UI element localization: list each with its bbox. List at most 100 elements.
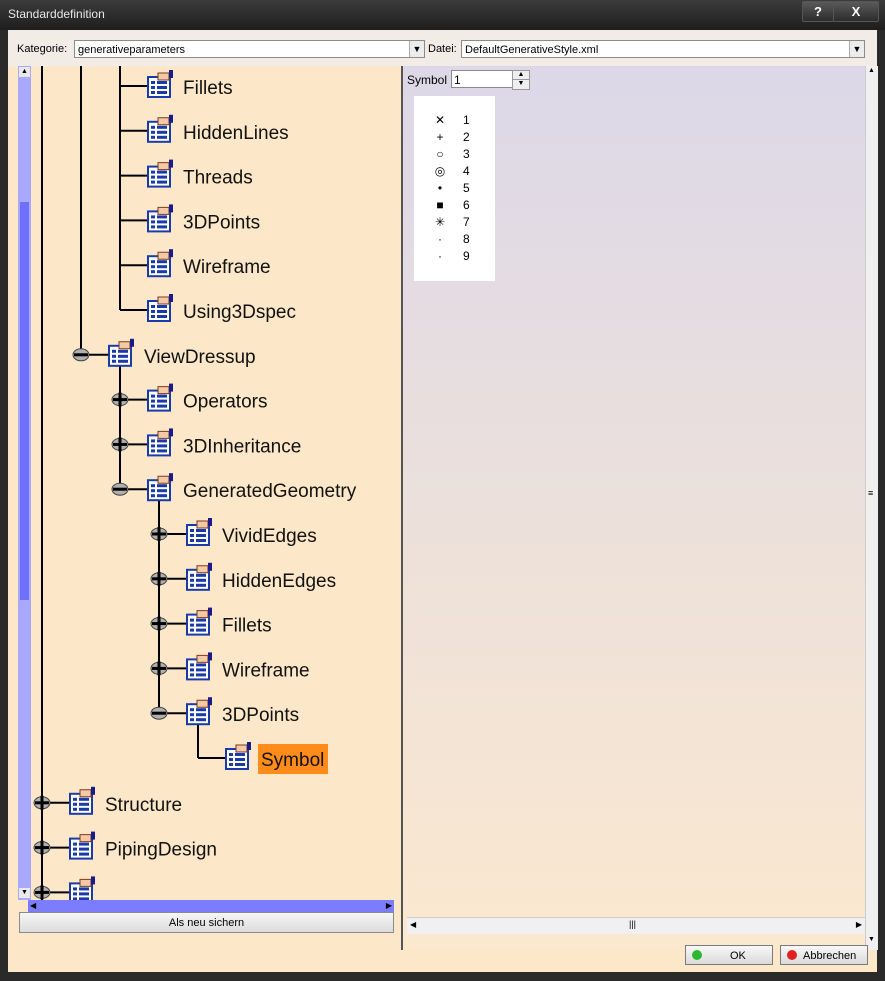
symbol-option[interactable]: ✕1 [414, 113, 495, 130]
expand-plus-icon[interactable] [33, 840, 51, 855]
tree-node-label[interactable]: GeneratedGeometry [183, 481, 357, 502]
tree-node[interactable]: Operators [111, 382, 267, 413]
property-horizontal-scrollbar[interactable]: ◀ ||| ▶ [407, 917, 865, 934]
tree-node-label[interactable]: Symbol [261, 750, 324, 771]
kategorie-dropdown[interactable]: generativeparameters ▼ [74, 40, 425, 58]
tree-node[interactable] [33, 875, 96, 900]
symbol-option[interactable]: ·9 [414, 249, 495, 266]
tree-node-label[interactable]: Wireframe [222, 660, 310, 681]
help-button[interactable]: ? [802, 1, 834, 22]
ok-button[interactable]: OK [685, 945, 773, 965]
symbol-glyph-icon: ✕ [434, 113, 446, 127]
symbol-glyph-icon: ■ [436, 198, 444, 212]
tree-node[interactable]: Wireframe [147, 248, 271, 278]
collapse-minus-icon[interactable] [111, 482, 129, 496]
tree-node-label[interactable]: PipingDesign [105, 840, 217, 861]
tree-node-label[interactable]: Fillets [183, 78, 233, 99]
dialog-client: Kategorie: generativeparameters ▼ Datei:… [8, 30, 878, 972]
collapse-minus-icon[interactable] [72, 348, 90, 362]
scroll-left-arrow-icon[interactable]: ◀ [30, 901, 37, 910]
expand-plus-icon[interactable] [150, 527, 168, 541]
symbol-list[interactable]: ✕1+2○3◎4•5■6✳7·8·9 [414, 96, 495, 281]
spin-down-icon[interactable]: ▼ [512, 79, 530, 90]
expand-plus-icon[interactable] [111, 437, 129, 452]
expand-plus-icon[interactable] [33, 795, 51, 810]
tree-node[interactable]: HiddenLines [147, 113, 289, 144]
scroll-grip-icon[interactable]: ||| [629, 919, 637, 929]
tree-horizontal-scrollbar[interactable]: ◀ ▶ [28, 900, 394, 912]
scroll-grip-icon[interactable]: ≡ [868, 488, 874, 498]
tree-node-label[interactable]: 3DPoints [222, 705, 299, 726]
tree-node-label[interactable]: VividEdges [222, 526, 317, 547]
tree-node[interactable]: Wireframe [150, 651, 310, 681]
tree-node-label[interactable]: 3DPoints [183, 212, 260, 233]
tree-node-label[interactable]: Using3Dspec [183, 302, 296, 323]
tree-node-label[interactable]: HiddenEdges [222, 571, 336, 592]
tree-node[interactable]: GeneratedGeometry [111, 472, 357, 502]
datei-value: DefaultGenerativeStyle.xml [465, 44, 599, 56]
expand-plus-icon[interactable] [33, 885, 51, 900]
tree-node-icon [186, 651, 213, 681]
tree-node[interactable]: VividEdges [150, 517, 317, 547]
collapse-minus-icon[interactable] [150, 706, 168, 720]
tree-scroll-thumb[interactable] [20, 202, 29, 600]
tree-node-icon [147, 203, 174, 233]
symbol-option[interactable]: ■6 [414, 198, 495, 215]
expand-plus-icon[interactable] [111, 392, 129, 407]
tree-node-label[interactable]: Operators [183, 392, 267, 413]
symbol-glyph-icon: · [438, 232, 442, 246]
tree-node[interactable]: Symbol [225, 741, 328, 774]
tree-node[interactable]: Fillets [150, 606, 272, 637]
tree-node-label[interactable]: Wireframe [183, 257, 271, 278]
scroll-down-arrow-icon[interactable]: ▼ [868, 936, 875, 943]
tree-node[interactable]: 3DInheritance [111, 427, 301, 457]
symbol-value[interactable]: 1 [454, 73, 461, 87]
dropdown-arrow-icon[interactable]: ▼ [409, 41, 424, 57]
scroll-right-arrow-icon[interactable]: ▶ [855, 920, 862, 929]
tree-view[interactable]: FilletsHiddenLinesThreads3DPointsWirefra… [33, 66, 395, 900]
tree-node-label[interactable]: 3DInheritance [183, 436, 301, 457]
symbol-label: Symbol [407, 73, 448, 87]
expand-plus-icon[interactable] [150, 616, 168, 631]
close-button[interactable]: X [833, 1, 879, 22]
tree-node[interactable]: Structure [33, 785, 182, 816]
scroll-up-arrow-icon[interactable]: ▲ [868, 67, 875, 74]
symbol-option[interactable]: ✳7 [414, 215, 495, 232]
tree-node[interactable]: Threads [147, 158, 253, 189]
save-as-new-button[interactable]: Als neu sichern [19, 912, 394, 933]
property-vertical-scrollbar[interactable]: ▲ ≡ ▼ [865, 66, 878, 950]
tree-node[interactable]: Using3Dspec [147, 293, 296, 323]
symbol-option[interactable]: ○3 [414, 147, 495, 164]
dropdown-arrow-icon[interactable]: ▼ [849, 41, 864, 57]
tree-node-label[interactable]: ViewDressup [144, 347, 256, 368]
selection-highlight [258, 744, 328, 774]
symbol-option[interactable]: •5 [414, 181, 495, 198]
tree-node-icon [147, 293, 174, 322]
tree-node-label[interactable]: Structure [105, 795, 182, 816]
tree-node[interactable]: HiddenEdges [150, 561, 336, 592]
scroll-down-arrow-icon[interactable]: ▼ [19, 888, 30, 898]
tree-node-label[interactable]: HiddenLines [183, 123, 289, 144]
tree-node-icon [186, 517, 213, 546]
scroll-right-arrow-icon[interactable]: ▶ [385, 901, 392, 910]
tree-node[interactable]: 3DPoints [150, 696, 299, 726]
symbol-option[interactable]: +2 [414, 130, 495, 147]
scroll-up-arrow-icon[interactable]: ▲ [19, 67, 30, 77]
datei-dropdown[interactable]: DefaultGenerativeStyle.xml ▼ [461, 40, 865, 58]
expand-plus-icon[interactable] [150, 661, 168, 676]
scroll-left-arrow-icon[interactable]: ◀ [410, 920, 417, 929]
expand-plus-icon[interactable] [150, 571, 168, 586]
tree-node[interactable]: Fillets [147, 69, 233, 99]
tree-node-icon [147, 382, 174, 412]
tree-node-label[interactable]: Threads [183, 168, 253, 189]
ok-status-icon [692, 950, 702, 960]
symbol-option[interactable]: ◎4 [414, 164, 495, 181]
cancel-button[interactable]: Abbrechen [780, 945, 868, 965]
tree-node[interactable]: ViewDressup [72, 337, 256, 368]
tree-node[interactable]: PipingDesign [33, 830, 217, 861]
tree-node[interactable]: 3DPoints [147, 203, 260, 233]
tree-node-label[interactable]: Fillets [222, 616, 272, 637]
tree-node-icon [147, 427, 174, 457]
symbol-option[interactable]: ·8 [414, 232, 495, 249]
